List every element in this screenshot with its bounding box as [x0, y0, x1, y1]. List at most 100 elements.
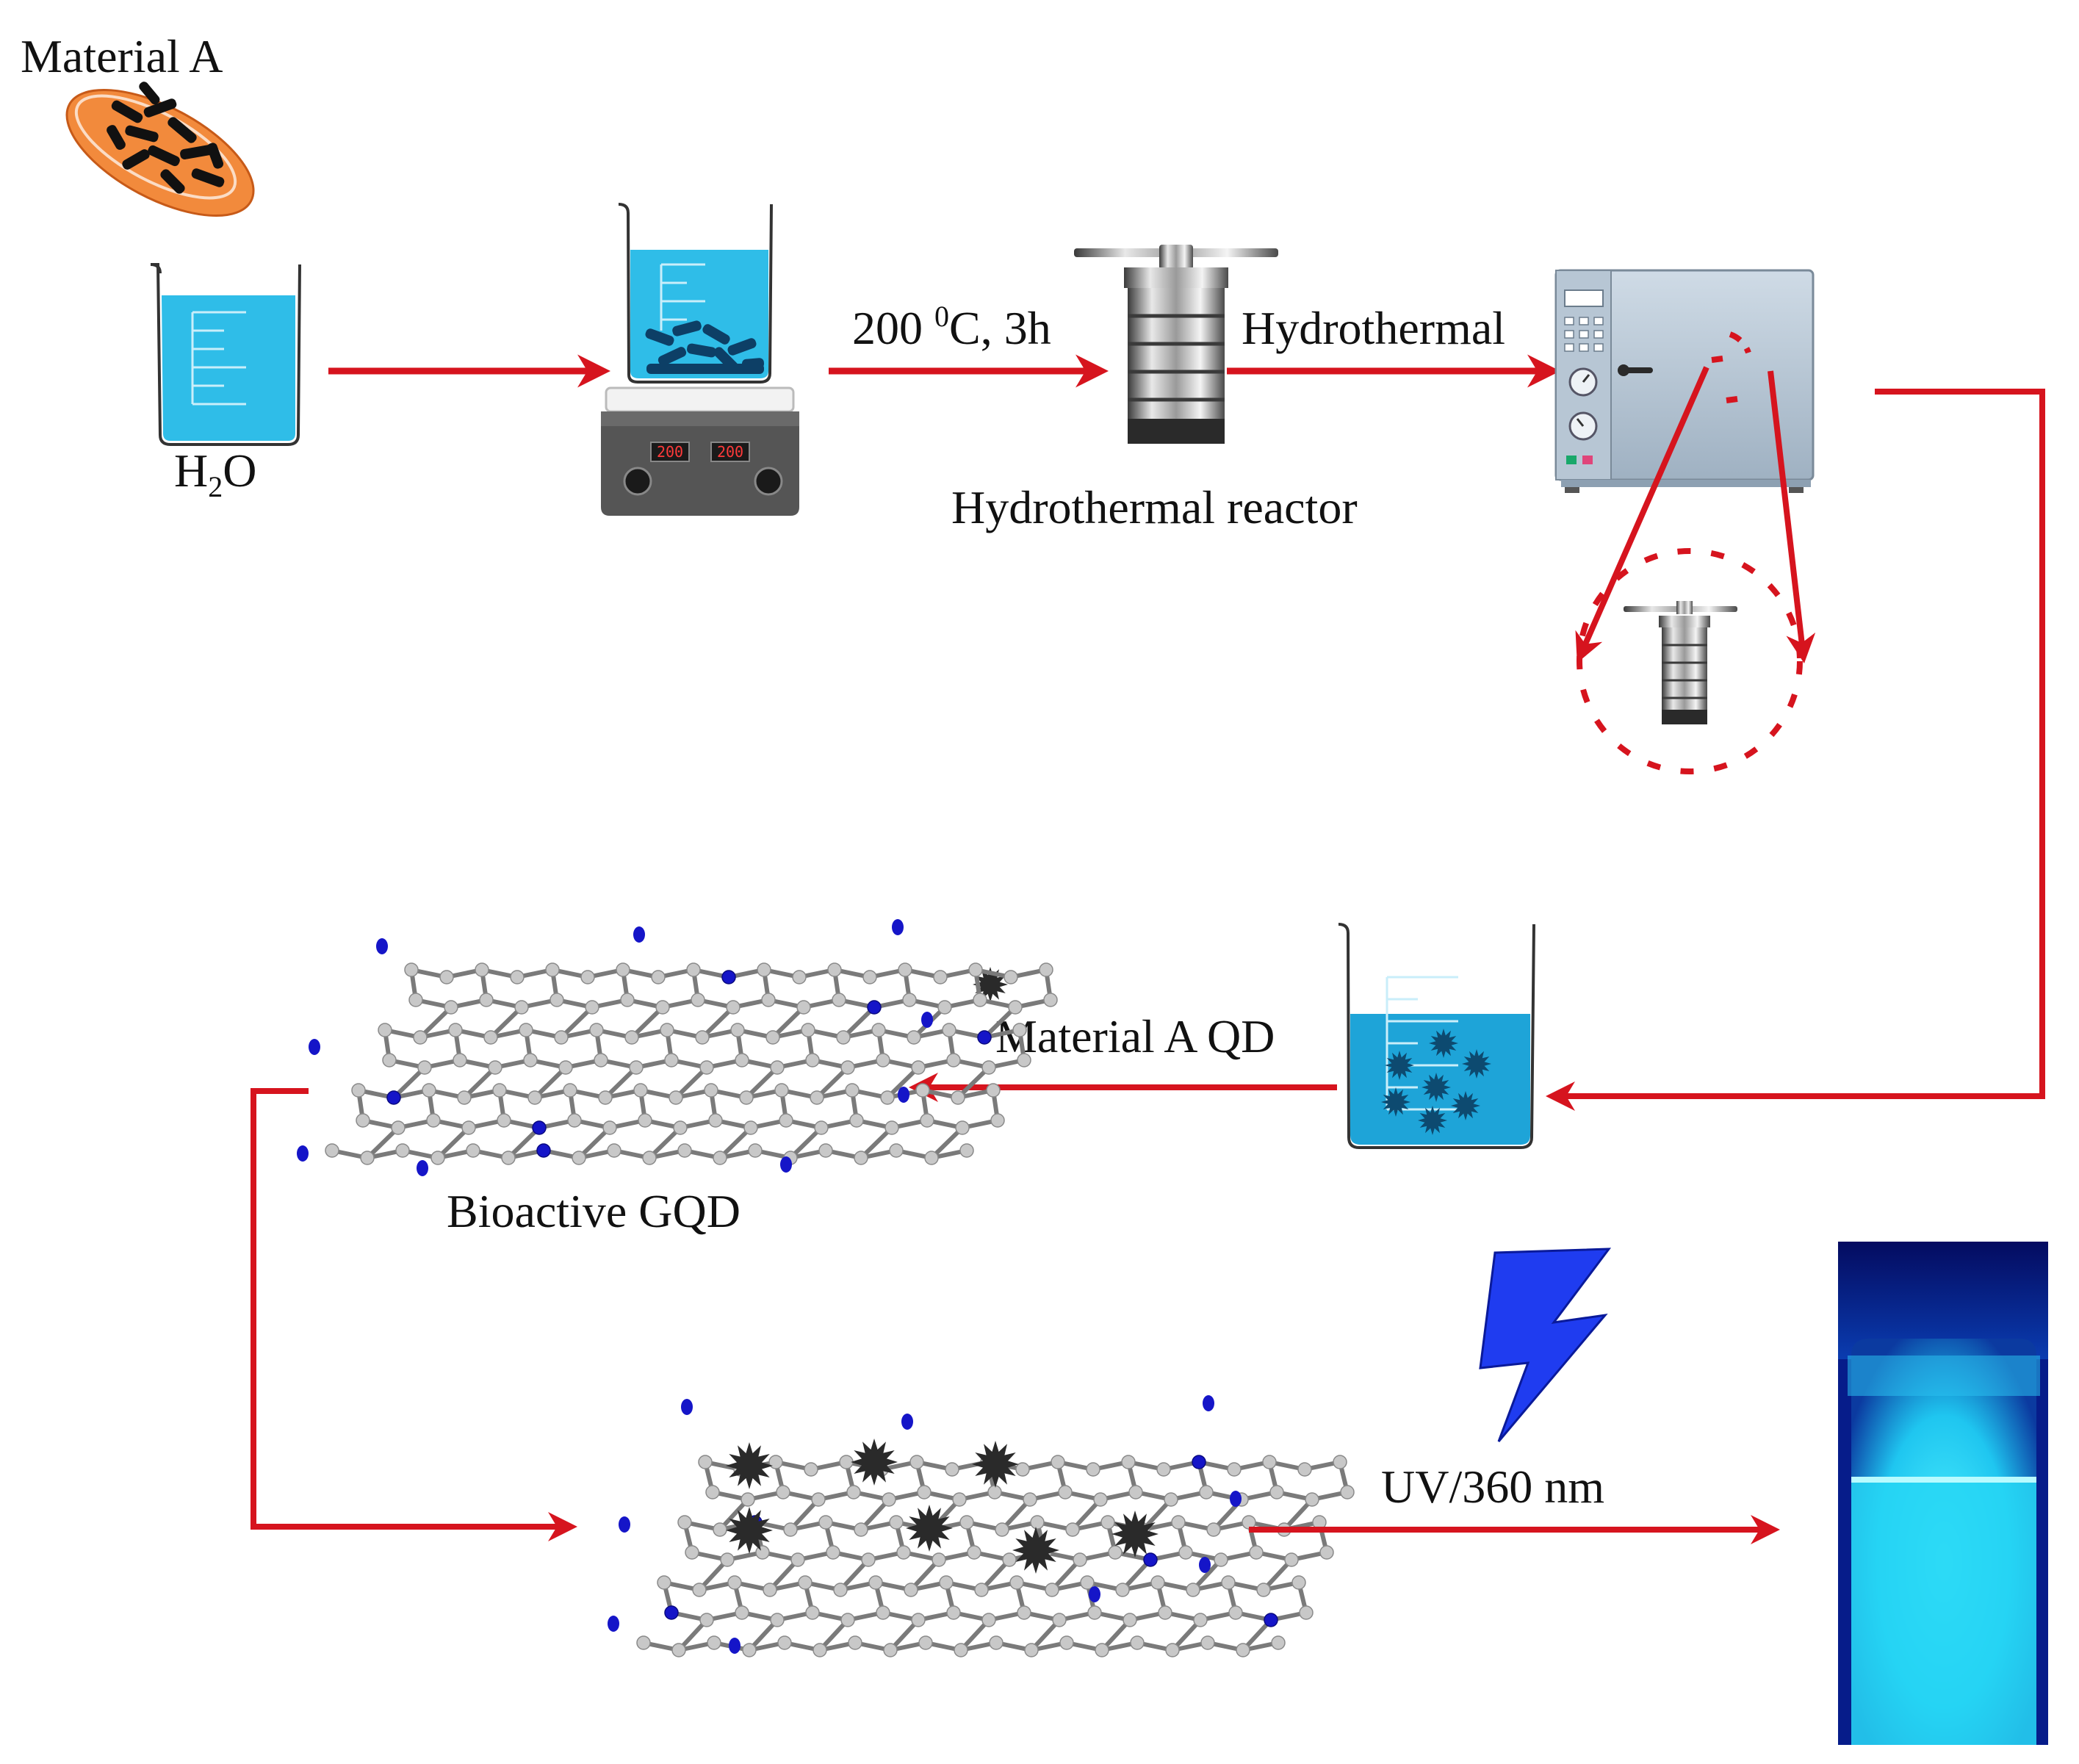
carbon-atom [558, 1060, 573, 1075]
nitrogen-atom [386, 1090, 401, 1105]
carbon-atom [974, 1583, 989, 1597]
carbon-atom [902, 993, 917, 1007]
carbon-atom [804, 1462, 818, 1477]
carbon-atom [1002, 1552, 1017, 1567]
carbon-atom [607, 1143, 621, 1158]
carbon-atom [990, 1113, 1005, 1128]
carbon-atom [356, 1113, 370, 1128]
bond [418, 1005, 453, 1040]
carbon-atom [735, 1053, 749, 1068]
qd-star [1451, 1091, 1480, 1120]
nitrogen-atom [532, 1120, 547, 1135]
carbon-atom [720, 1552, 735, 1567]
carbon-atom [1024, 1643, 1039, 1657]
carbon-atom [426, 1113, 441, 1128]
carbon-atom [616, 962, 630, 977]
bond [744, 1065, 779, 1100]
nitrogen-atom [1199, 1557, 1211, 1573]
carbon-atom [898, 962, 912, 977]
carbon-atom [1305, 1492, 1319, 1507]
carbon-atom [479, 993, 494, 1007]
nitrogen-atom [729, 1638, 741, 1654]
material-a-particles [107, 82, 225, 194]
carbon-atom [422, 1083, 436, 1098]
carbon-atom [692, 1583, 707, 1597]
bond [956, 1065, 991, 1100]
nitrogen-atom [1230, 1491, 1242, 1507]
carbon-atom [430, 1151, 445, 1165]
carbon-atom [968, 962, 983, 977]
stirring-beaker-icon [618, 203, 773, 384]
carbon-atom [1262, 1455, 1277, 1469]
bioactive-gqd-molecule [297, 919, 1058, 1176]
carbon-atom [1319, 1545, 1334, 1560]
bond [436, 1126, 471, 1160]
carbon-atom [954, 1643, 968, 1657]
carbon-atom [1080, 1575, 1095, 1590]
carbon-atom [594, 1053, 608, 1068]
carbon-atom [699, 1613, 714, 1627]
carbon-atom [1165, 1643, 1180, 1657]
nitrogen-atom [633, 926, 645, 943]
bond [559, 1005, 594, 1040]
carbon-atom [805, 1053, 820, 1068]
qd-star [1462, 1049, 1491, 1079]
carbon-atom [783, 1522, 798, 1537]
carbon-atom [1008, 1000, 1023, 1015]
carbon-atom [695, 1030, 710, 1045]
hydrothermal-reactor-icon [1074, 245, 1278, 444]
carbon-atom [699, 1060, 714, 1075]
carbon-atom [986, 1083, 1001, 1098]
loaded-qd-particles [726, 1439, 1159, 1574]
carbon-atom [833, 1583, 848, 1597]
carbon-atom [748, 1143, 763, 1158]
carbon-atom [777, 1635, 792, 1650]
hydrothermal-label: Hydrothermal [1242, 302, 1505, 354]
carbon-atom [457, 1090, 472, 1105]
arrow-oven-to-qd-beaker [1546, 389, 2045, 1111]
carbon-atom [1256, 1583, 1271, 1597]
bond [489, 1005, 524, 1040]
carbon-atom [483, 1030, 498, 1045]
qd-star [906, 1505, 953, 1552]
nitrogen-atom [898, 1087, 909, 1103]
carbon-atom [812, 1643, 827, 1657]
carbon-atom [904, 1583, 918, 1597]
nitrogen-atom [721, 970, 736, 984]
carbon-atom [1297, 1462, 1312, 1477]
qd-star-icon [973, 967, 1008, 1002]
carbon-atom [1086, 1462, 1100, 1477]
hotplate-display-1: 200 [657, 443, 683, 461]
nitrogen-atom [376, 938, 388, 954]
carbon-atom [1214, 1552, 1228, 1567]
carbon-atom [987, 1485, 1002, 1500]
carbon-atom [691, 993, 705, 1007]
carbon-atom [413, 1030, 428, 1045]
carbon-atom [1012, 1023, 1027, 1037]
qd-particles [1381, 1029, 1491, 1135]
carbon-atom [673, 1120, 688, 1135]
carbon-atom [1156, 1462, 1171, 1477]
carbon-atom [955, 1120, 970, 1135]
carbon-atom [642, 1151, 657, 1165]
carbon-atom [1228, 1605, 1243, 1620]
carbon-atom [907, 1030, 921, 1045]
carbon-atom [730, 1023, 745, 1037]
carbon-atom [1051, 1455, 1065, 1469]
carbon-atom [550, 993, 564, 1007]
lightning-bolt-icon [1479, 1248, 1612, 1442]
uv-wavelength-label: UV/360 nm [1381, 1461, 1604, 1513]
carbon-atom [959, 1515, 974, 1530]
carbon-atom [1171, 1515, 1186, 1530]
carbon-atom [1023, 1492, 1037, 1507]
carbon-atom [1291, 1575, 1306, 1590]
carbon-atom [883, 1643, 898, 1657]
nitrogen-atom [309, 1039, 320, 1055]
carbon-atom [589, 1023, 604, 1037]
water-label: H2O [174, 444, 256, 503]
carbon-atom [849, 1113, 864, 1128]
bond [533, 1065, 568, 1100]
carbon-atom [1299, 1605, 1314, 1620]
carbon-atom [660, 1023, 674, 1037]
